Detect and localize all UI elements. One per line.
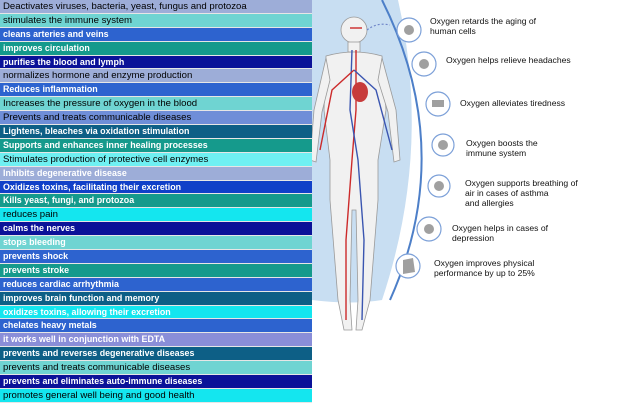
benefit-row: Stimulates production of protective cell… [0, 152, 312, 167]
benefits-list: Deactivates viruses, bacteria, yeast, fu… [0, 0, 312, 403]
benefit-row: reduces pain [0, 208, 312, 223]
human-figure [309, 16, 401, 331]
benefit-row: purifies the blood and lymph [0, 55, 312, 70]
benefit-row: oxidizes toxins, allowing their excretio… [0, 305, 312, 320]
benefit-row: Prevents and treats communicable disease… [0, 111, 312, 126]
benefit-row: improves brain function and memory [0, 291, 312, 306]
benefit-row: it works well in conjunction with EDTA [0, 333, 312, 348]
benefit-row: improves circulation [0, 41, 312, 56]
benefit-row: Reduces inflammation [0, 83, 312, 98]
body-illustration [309, 0, 455, 331]
callout-label-7: Oxygen improves physical performance by … [434, 258, 535, 278]
benefit-row: prevents and treats communicable disease… [0, 361, 312, 376]
benefit-row: Inhibits degenerative disease [0, 166, 312, 181]
benefit-row: Oxidizes toxins, facilitating their excr… [0, 180, 312, 195]
callout-label-3: Oxygen alleviates tiredness [460, 98, 566, 108]
heart [352, 82, 368, 102]
benefit-row: prevents and reverses degenerative disea… [0, 347, 312, 362]
callout-label-1: Oxygen retards the aging of human cells [430, 16, 537, 36]
benefit-row: Supports and enhances inner healing proc… [0, 138, 312, 153]
benefit-row: Increases the pressure of oxygen in the … [0, 97, 312, 112]
benefit-row: promotes general well being and good hea… [0, 388, 312, 403]
oxygen-body-figure: Oxygen retards the aging of human cells … [309, 0, 640, 404]
callout-label-4: Oxygen boosts the immune system [466, 138, 538, 158]
callout-label-2: Oxygen helps relieve headaches [446, 55, 571, 65]
benefit-row: cleans arteries and veins [0, 27, 312, 42]
oxygen-stream [366, 23, 391, 31]
benefit-row: prevents stroke [0, 263, 312, 278]
benefit-row: prevents shock [0, 250, 312, 264]
benefit-row: Lightens, bleaches via oxidation stimula… [0, 125, 312, 139]
benefit-row: prevents and eliminates auto-immune dise… [0, 375, 312, 389]
benefit-row: stimulates the immune system [0, 13, 312, 28]
benefit-row: calms the nerves [0, 222, 312, 237]
callout-label-5: Oxygen supports breathing of air in case… [465, 178, 578, 208]
callout-icon-glyphs [403, 25, 448, 274]
benefit-row: chelates heavy metals [0, 319, 312, 334]
benefit-row: reduces cardiac arrhythmia [0, 277, 312, 292]
benefit-row: normalizes hormone and enzyme production [0, 69, 312, 84]
callout-label-6: Oxygen helps in cases of depression [452, 223, 549, 243]
benefit-row: stops bleeding [0, 236, 312, 251]
benefit-row: Deactivates viruses, bacteria, yeast, fu… [0, 0, 312, 14]
benefit-row: Kills yeast, fungi, and protozoa [0, 194, 312, 209]
